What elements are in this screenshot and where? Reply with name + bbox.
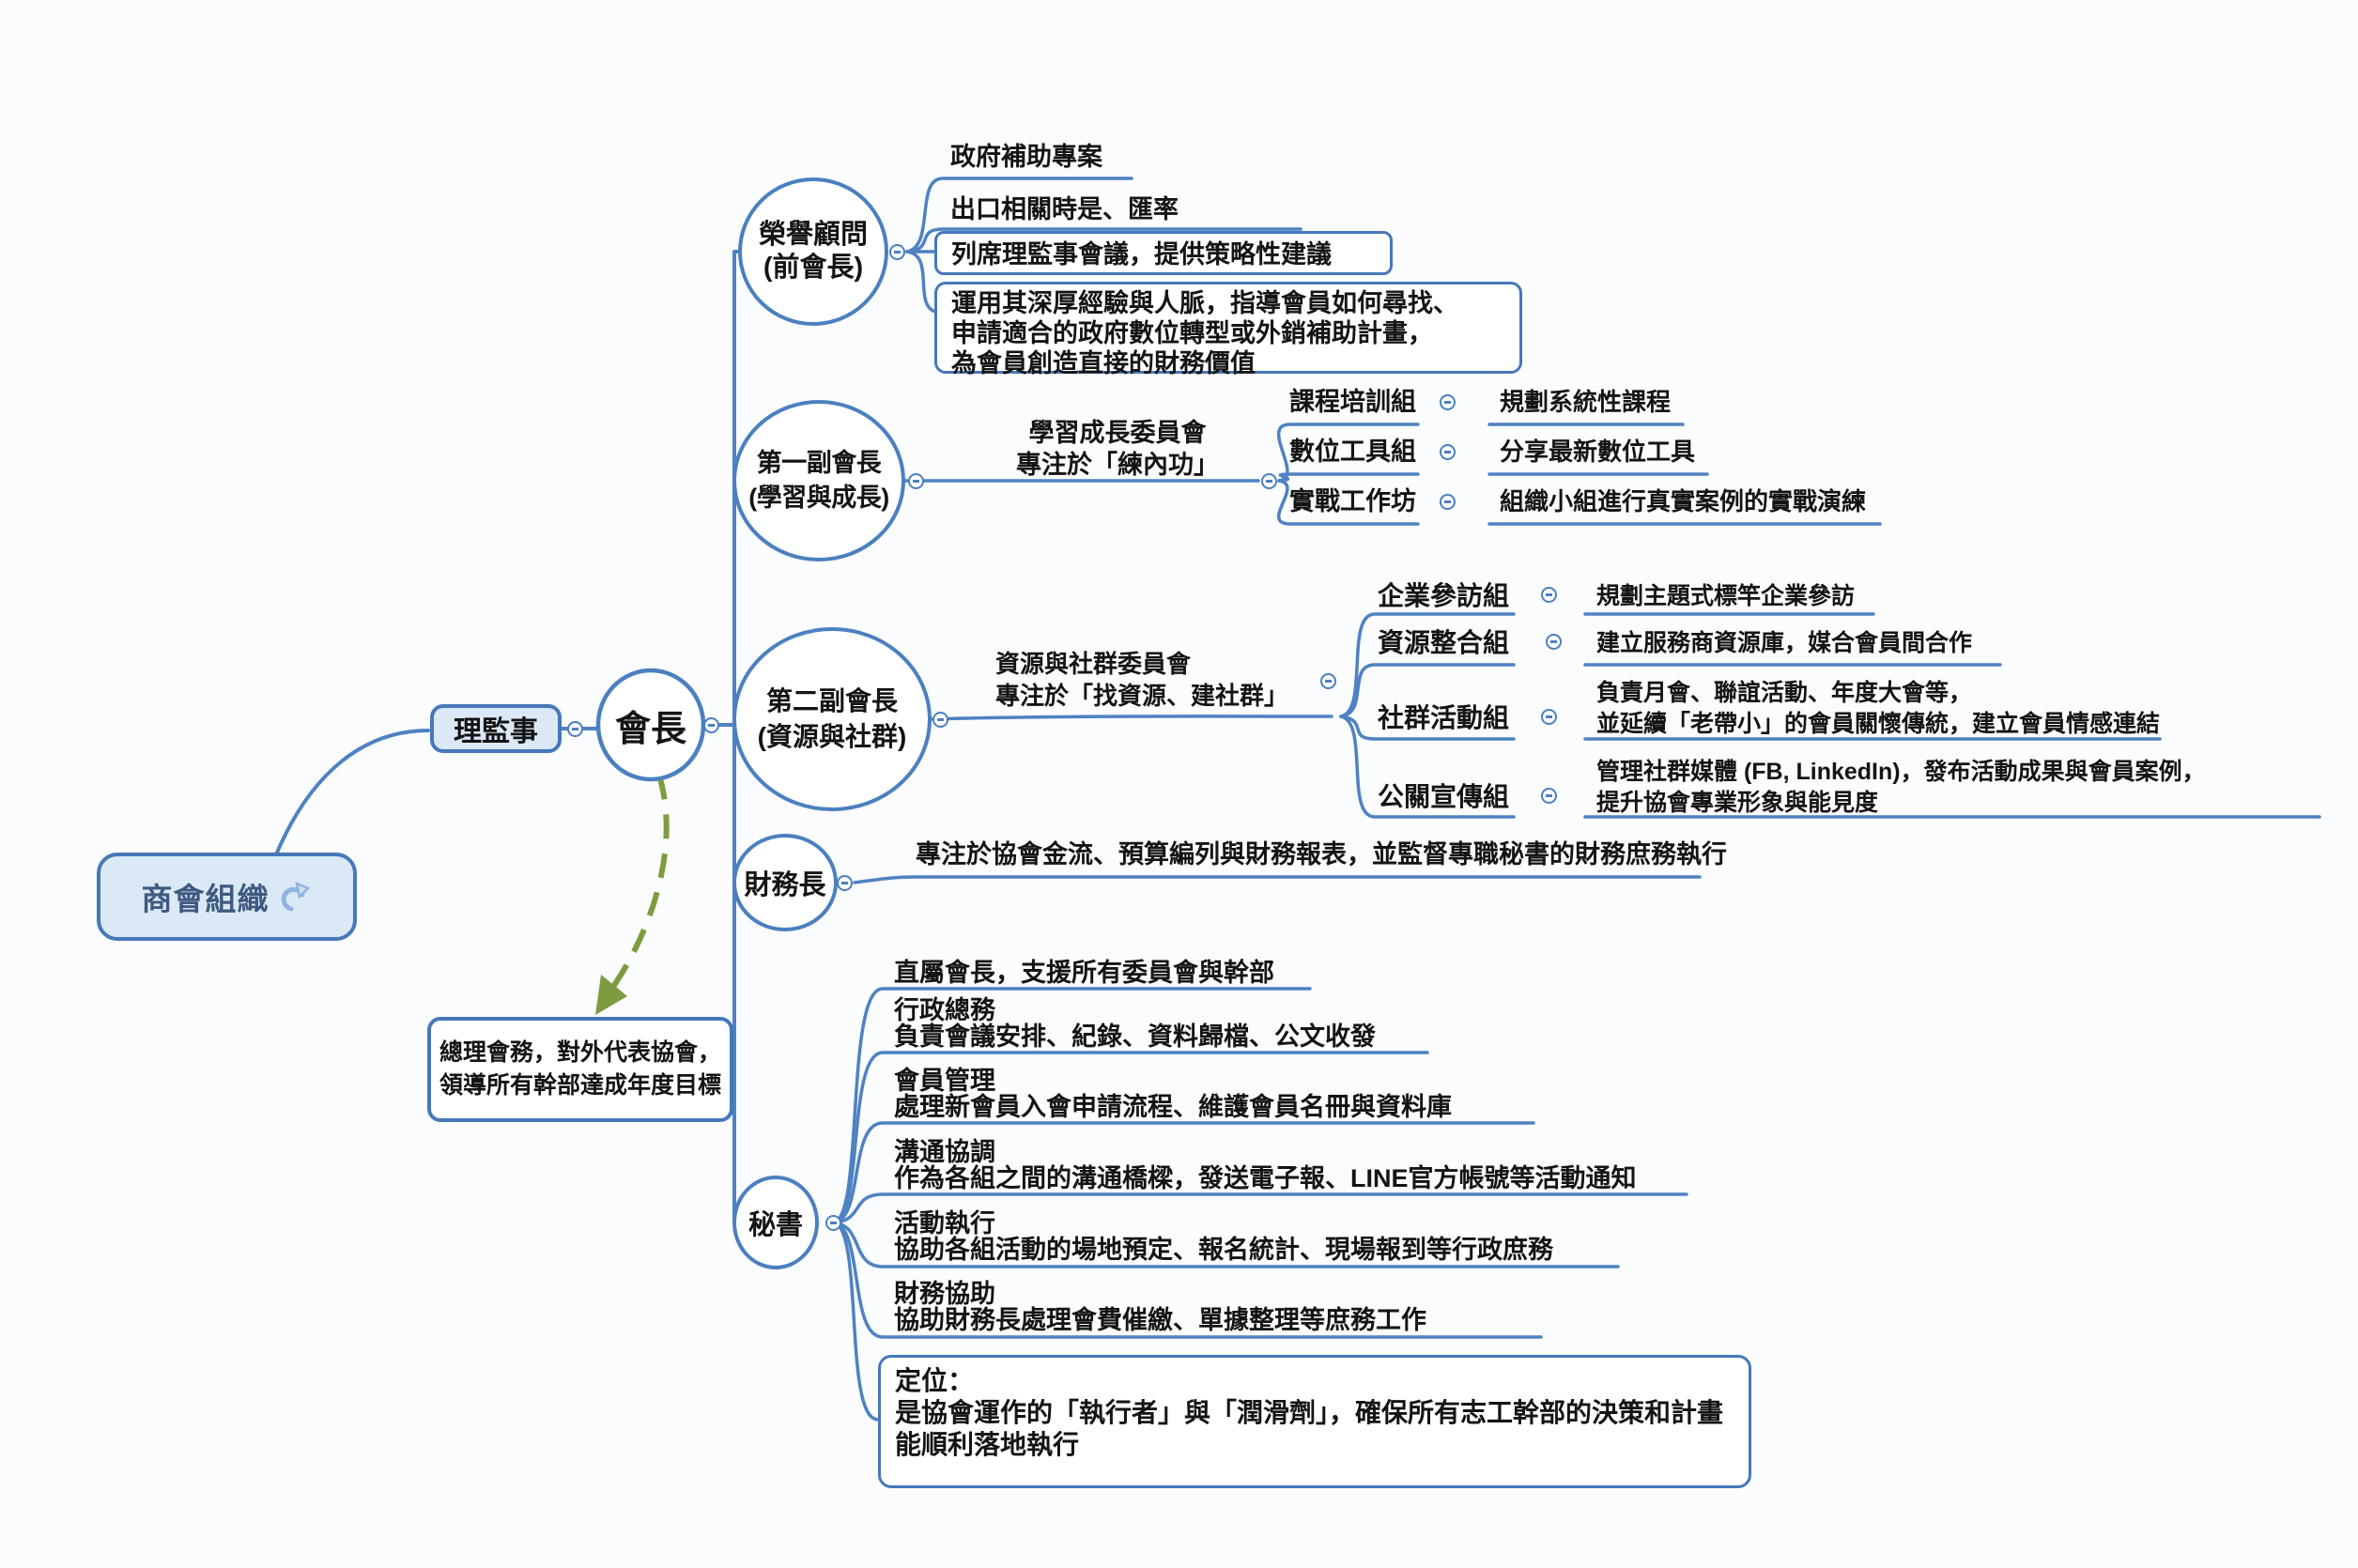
board-label: 理監事 xyxy=(454,716,538,747)
connector-underline xyxy=(1339,612,1516,718)
group-label-course-training[interactable]: 課程培訓組 xyxy=(1289,388,1416,416)
connector-underline xyxy=(832,1192,1688,1224)
group-desc-resource-integration[interactable]: 建立服務商資源庫，媒合會員間合作 xyxy=(1596,630,1973,656)
group-desc-course-training[interactable]: 規劃系統性課程 xyxy=(1500,388,1672,416)
topic-secretary-position[interactable]: 定位： 是協會運作的「執行者」與「潤滑劑」，確保所有志工幹部的決策和計畫 能順利… xyxy=(878,1355,1751,1488)
collapse-icon[interactable] xyxy=(1320,673,1336,689)
treasurer-ellipse[interactable] xyxy=(732,834,838,931)
root-label: 商會組織 xyxy=(141,882,270,916)
collapse-icon[interactable] xyxy=(1546,634,1562,650)
secretary-row-events[interactable]: 活動執行 協助各組活動的場地預定、報名統計、現場報到等行政庶務 xyxy=(894,1209,1553,1264)
connector-underline xyxy=(832,1121,1535,1224)
group-label-community-activities[interactable]: 社群活動組 xyxy=(1378,703,1510,732)
connector-underline xyxy=(905,177,1133,254)
collapse-icon[interactable] xyxy=(825,1215,841,1231)
collapse-icon[interactable] xyxy=(889,244,905,260)
group-label-workshop[interactable]: 實戰工作坊 xyxy=(1289,487,1416,515)
collapse-icon[interactable] xyxy=(1440,394,1456,410)
secretary-row-direct[interactable]: 直屬會長，支援所有委員會與幹部 xyxy=(894,959,1274,987)
ellipse-nodes xyxy=(595,177,932,1269)
honorary-ellipse[interactable] xyxy=(738,177,888,326)
treasurer-label: 財務長 xyxy=(744,870,826,900)
connector-underline xyxy=(1276,479,1420,526)
group-label-company-visit[interactable]: 企業參訪組 xyxy=(1378,581,1510,610)
collapse-icon[interactable] xyxy=(1541,788,1557,804)
collapse-icon[interactable] xyxy=(1541,587,1557,603)
vp1-ellipse[interactable] xyxy=(732,400,905,561)
connector xyxy=(832,1221,880,1422)
connector-underline xyxy=(832,1221,1543,1339)
collapse-icon[interactable] xyxy=(1440,444,1456,460)
collapse-icon[interactable] xyxy=(1541,709,1557,725)
collapse-icon[interactable] xyxy=(1440,494,1456,510)
group-label-resource-integration[interactable]: 資源整合組 xyxy=(1378,628,1510,657)
vp2-label: 第二副會長 (資源與社群) xyxy=(757,686,907,751)
connector-committee2 xyxy=(928,715,1333,721)
secretary-ellipse[interactable] xyxy=(732,1176,819,1269)
topic-gov-subsidy[interactable]: 政府補助專案 xyxy=(950,143,1102,171)
topic-honorary-role[interactable]: 運用其深厚經驗與人脈，指導會員如何尋找、 申請適合的政府數位轉型或外銷補助計畫，… xyxy=(934,282,1522,377)
group-desc-workshop[interactable]: 組織小組進行真實案例的實戰演練 xyxy=(1500,487,1867,515)
topic-learning-committee[interactable]: 學習成長委員會 專注於「練內功」 xyxy=(1016,419,1219,479)
group-desc-pr[interactable]: 管理社群媒體 (FB, LinkedIn)，發布活動成果與會員案例， 提升協會專… xyxy=(1596,759,2206,816)
secretary-row-communication[interactable]: 溝通協調 作為各組之間的溝通橋樑，發送電子報、LINE官方帳號等活動通知 xyxy=(894,1138,1637,1192)
group-label-pr[interactable]: 公關宣傳組 xyxy=(1378,782,1510,811)
group-desc-community-activities[interactable]: 負責月會、聯誼活動、年度大會等， 並延續「老帶小」的會員關懷傳統，建立會員情感連… xyxy=(1596,680,2161,737)
connector-underline xyxy=(1277,472,1420,483)
vp1-label: 第一副會長 (學習與成長) xyxy=(748,449,889,512)
topic-resource-committee[interactable]: 資源與社群委員會 專注於「找資源、建社群」 xyxy=(995,650,1289,710)
collapse-icon[interactable] xyxy=(908,473,924,489)
group-desc-digital-tools[interactable]: 分享最新數位工具 xyxy=(1500,438,1696,466)
topic-president-mandate[interactable]: 總理會務，對外代表協會， 領導所有幹部達成年度目標 xyxy=(427,1017,733,1122)
curved-up-arrow-icon xyxy=(279,880,313,914)
collapse-icon[interactable] xyxy=(1261,473,1277,489)
secretary-row-membership[interactable]: 會員管理 處理新會員入會申請流程、維護會員名冊與資料庫 xyxy=(894,1067,1452,1121)
connectors xyxy=(275,177,2321,1422)
honorary-label: 榮譽顧問 (前會長) xyxy=(758,220,868,283)
secretary-row-admin[interactable]: 行政總務 負責會議安排、紀錄、資料歸檔、公文收發 xyxy=(894,996,1376,1051)
collapse-icon[interactable] xyxy=(932,712,948,728)
vp2-ellipse[interactable] xyxy=(732,627,932,811)
collapse-icon[interactable] xyxy=(837,875,853,891)
topic-treasurer-duty[interactable]: 專注於協會金流、預算編列與財務報表，並監督專職秘書的財務庶務執行 xyxy=(916,840,1727,869)
collapse-icon[interactable] xyxy=(567,721,583,737)
board-node[interactable]: 理監事 xyxy=(430,704,562,753)
topic-export-fx[interactable]: 出口相關時是、匯率 xyxy=(950,195,1179,223)
root-node[interactable]: 商會組織 xyxy=(97,853,357,941)
connector-underline xyxy=(1339,663,1516,718)
president-duty-arrow xyxy=(595,775,670,1015)
secretary-label: 秘書 xyxy=(747,1210,803,1240)
connector-underline xyxy=(1339,715,1516,741)
topic-attend-meetings[interactable]: 列席理監事會議，提供策略性建議 xyxy=(934,231,1393,275)
group-label-digital-tools[interactable]: 數位工具組 xyxy=(1289,438,1416,466)
connector-underline xyxy=(1339,715,1516,819)
duty-arrow-head xyxy=(595,975,627,1015)
connector-underline xyxy=(853,875,1702,884)
president-label: 會長 xyxy=(614,709,686,749)
duty-arrow-line xyxy=(606,775,670,995)
connector-root-board xyxy=(275,729,430,854)
connector xyxy=(905,250,937,314)
connector-underline xyxy=(832,1221,1620,1268)
collapse-icon[interactable] xyxy=(703,717,719,733)
group-desc-company-visit[interactable]: 規劃主題式標竿企業參訪 xyxy=(1596,583,1856,609)
secretary-row-finance-support[interactable]: 財務協助 協助財務長處理會費催繳、單據整理等庶務工作 xyxy=(894,1280,1426,1334)
connector-underline xyxy=(832,1051,1429,1224)
